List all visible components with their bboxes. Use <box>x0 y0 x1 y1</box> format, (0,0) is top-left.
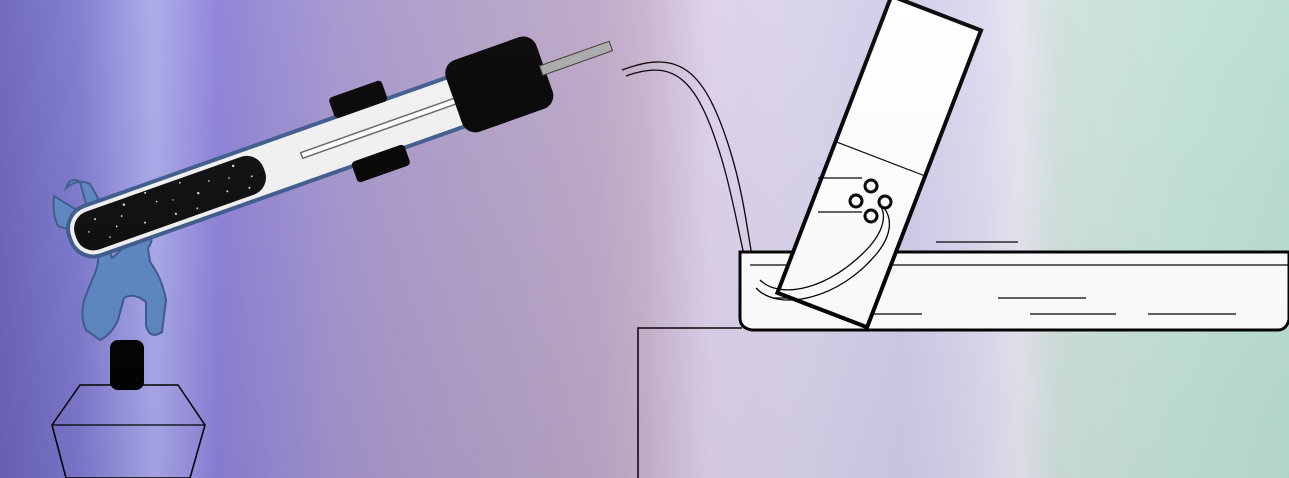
burner-icon <box>51 384 206 478</box>
water-level-lines <box>818 177 862 213</box>
stand-post <box>110 340 144 390</box>
stopper <box>445 36 554 133</box>
tube-clip-bottom <box>351 144 410 183</box>
lab-bench <box>637 327 742 478</box>
gas-bubbles-icon <box>848 178 893 224</box>
sample-powder <box>74 155 266 251</box>
delivery-tube-end <box>755 204 890 301</box>
tube-clip-top <box>329 80 388 119</box>
heating-tube <box>66 36 614 259</box>
gas-collection-cylinder <box>774 0 984 330</box>
outlet-pipe <box>538 40 614 77</box>
